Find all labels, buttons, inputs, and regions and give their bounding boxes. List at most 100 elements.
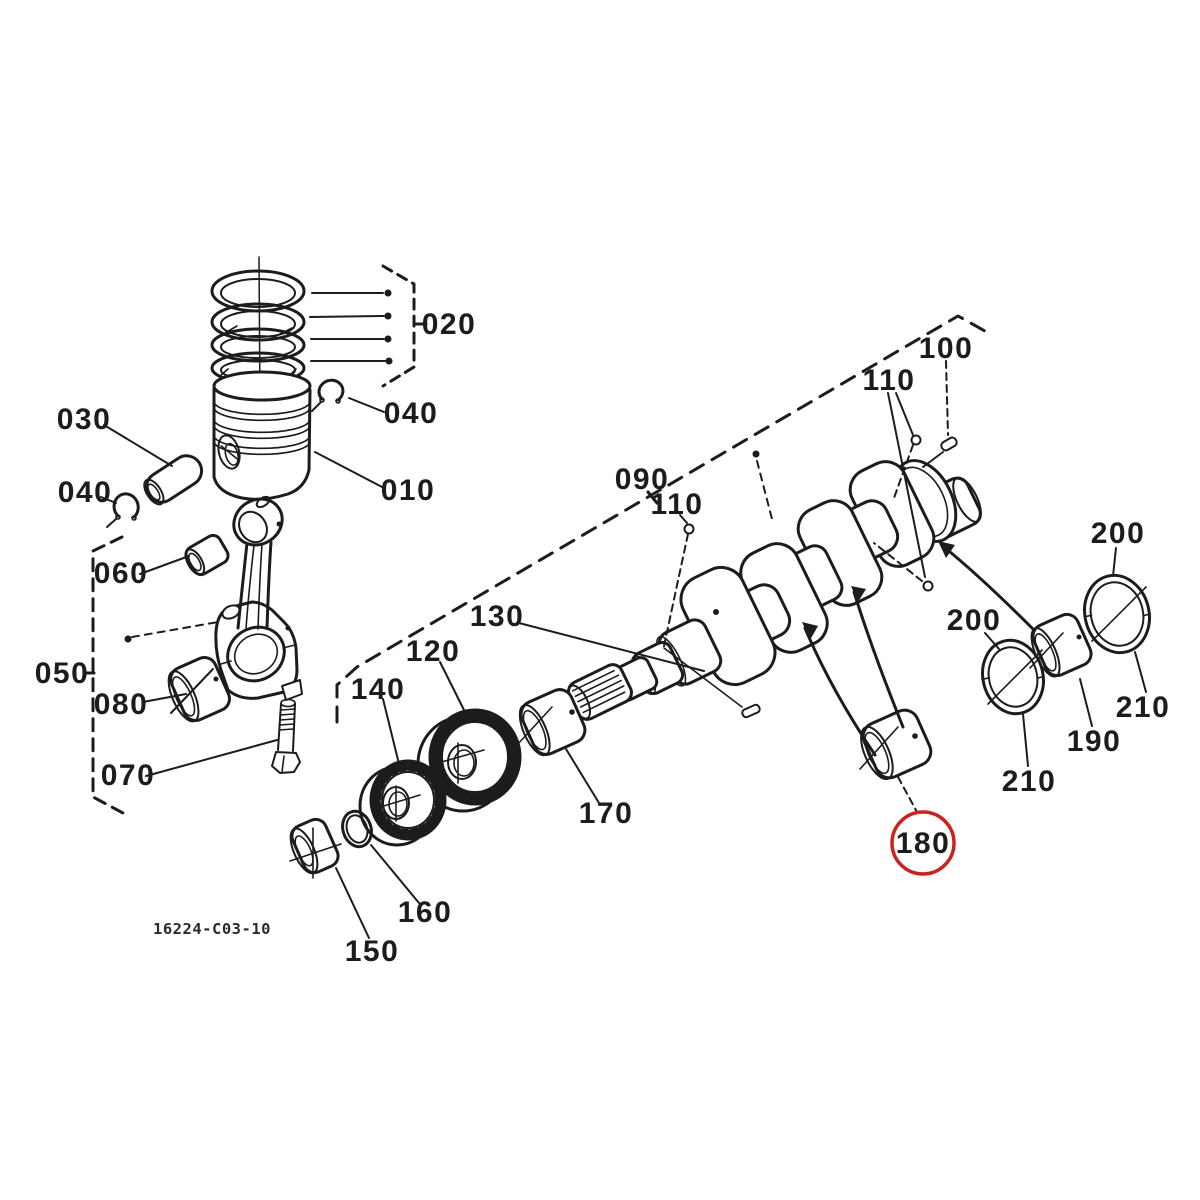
- rear-bearing-parts: [802, 541, 1151, 813]
- callout-140-15[interactable]: 140: [351, 673, 406, 706]
- leader-130: [518, 622, 705, 672]
- leader-200-left: [984, 632, 1000, 650]
- callout-040-4[interactable]: 040: [58, 476, 113, 509]
- shell-split-line: [170, 668, 214, 714]
- piston-pin: [143, 454, 204, 506]
- plug-leader-line: [922, 451, 944, 468]
- arrow-180-to-journal-1: [803, 626, 877, 757]
- bearing-190-centerline: [1029, 632, 1064, 669]
- callout-130-13[interactable]: 130: [470, 600, 525, 633]
- crank-leader-dot: [752, 450, 760, 458]
- crank-web-oil-hole: [713, 609, 719, 615]
- circlip-right: [311, 378, 345, 412]
- leader-040-right: [348, 397, 385, 413]
- key-marker-circle-front: [683, 523, 695, 535]
- bearing-170-oil-hole: [569, 709, 575, 715]
- callout-010-2[interactable]: 010: [381, 474, 436, 507]
- leader-170: [565, 748, 600, 804]
- piston-rod-assembly: [106, 256, 345, 774]
- bearing-180-oil-hole: [912, 733, 918, 739]
- callout-020-0[interactable]: 020: [422, 308, 477, 341]
- callout-110-10[interactable]: 110: [651, 488, 704, 521]
- piston-body: [212, 370, 312, 501]
- thrust-washer-pair-left: [981, 638, 1045, 716]
- callout-180-19[interactable]: 180: [896, 827, 951, 860]
- leader-140: [382, 698, 401, 769]
- rod-bolt: [271, 698, 301, 774]
- piston-pin-bore: [217, 434, 241, 470]
- key-marker-circle-top: [910, 434, 922, 446]
- leader-200-right: [1112, 547, 1117, 577]
- shaft-key: [741, 703, 761, 719]
- leader-150: [335, 867, 370, 939]
- leader-010: [314, 451, 383, 488]
- callout-070-8[interactable]: 070: [101, 759, 156, 792]
- o-ring-160: [341, 809, 373, 849]
- arrow-200-to-rear-journal: [942, 545, 1035, 631]
- arrow-180-to-journal-2: [852, 590, 905, 729]
- highlight-circle-180: [890, 810, 956, 876]
- main-bearing-180: [860, 708, 933, 780]
- leader-040-left: [100, 496, 117, 504]
- key-marker-circle-rear: [922, 580, 934, 592]
- rear-plug: [940, 436, 958, 452]
- callout-100-12[interactable]: 100: [919, 332, 974, 365]
- crankshaft: [567, 360, 982, 721]
- callout-150-18[interactable]: 150: [345, 935, 400, 968]
- callout-120-14[interactable]: 120: [406, 635, 461, 668]
- callout-110-11[interactable]: 110: [863, 364, 916, 397]
- leader-110-front: [679, 514, 688, 524]
- callout-210-24[interactable]: 210: [1116, 691, 1171, 724]
- crankshaft-group-boundary: [335, 314, 994, 724]
- callout-090-9[interactable]: 090: [615, 463, 670, 496]
- idler-gear-140: [358, 759, 447, 847]
- leader-070: [145, 739, 278, 777]
- leader-190: [1079, 678, 1093, 727]
- collar-150-centerline-h: [289, 843, 342, 862]
- plug-dash-leader: [945, 360, 949, 436]
- drawing-number: 16224-C03-10: [153, 920, 271, 938]
- callout-200-23[interactable]: 200: [1091, 517, 1146, 550]
- small-end-bushing: [184, 533, 230, 577]
- leader-210-right: [1134, 651, 1147, 693]
- crank-leader-dash: [756, 460, 773, 520]
- callout-200-20[interactable]: 200: [947, 604, 1002, 637]
- leader-lines: [100, 289, 1147, 939]
- bearing-170-centerline: [516, 706, 553, 746]
- callout-030-3[interactable]: 030: [57, 403, 112, 436]
- rod-bolt-boss: [281, 679, 303, 701]
- leader-080: [142, 693, 187, 703]
- key-leader-line: [663, 647, 743, 708]
- ring-set-bracket: [381, 264, 416, 388]
- rod-small-end: [232, 497, 284, 547]
- main-bearing-190: [1030, 612, 1093, 678]
- conrod-leader-dot: [124, 635, 132, 643]
- leader-060: [139, 555, 190, 575]
- shell-oil-hole: [213, 676, 219, 682]
- callout-190-22[interactable]: 190: [1067, 725, 1122, 758]
- callout-210-21[interactable]: 210: [1002, 765, 1057, 798]
- callout-080-7[interactable]: 080: [94, 688, 149, 721]
- leader-120: [439, 661, 471, 723]
- callout-050-6[interactable]: 050: [35, 657, 90, 690]
- callout-060-5[interactable]: 060: [94, 557, 149, 590]
- callout-160-17[interactable]: 160: [398, 896, 453, 929]
- leader-030: [103, 424, 173, 467]
- leader-110-top-b: [887, 392, 926, 578]
- key-dash-leader-rear: [873, 542, 923, 582]
- leader-110-top-a: [895, 392, 914, 436]
- position-arrows: [802, 541, 1035, 757]
- circlip-left: [106, 492, 140, 528]
- bearing-180-centerline: [859, 726, 899, 770]
- bearing-180-dash-leader: [897, 776, 918, 813]
- bearing-190-oil-hole: [1076, 634, 1082, 640]
- callout-040-1[interactable]: 040: [384, 397, 439, 430]
- callout-170-16[interactable]: 170: [579, 797, 634, 830]
- connecting-rod: [214, 495, 303, 701]
- leader-160: [370, 844, 420, 904]
- front-drive-parts: [289, 688, 587, 879]
- thrust-washer-pair-right: [1083, 573, 1151, 655]
- key-dash-leader-front: [663, 533, 689, 647]
